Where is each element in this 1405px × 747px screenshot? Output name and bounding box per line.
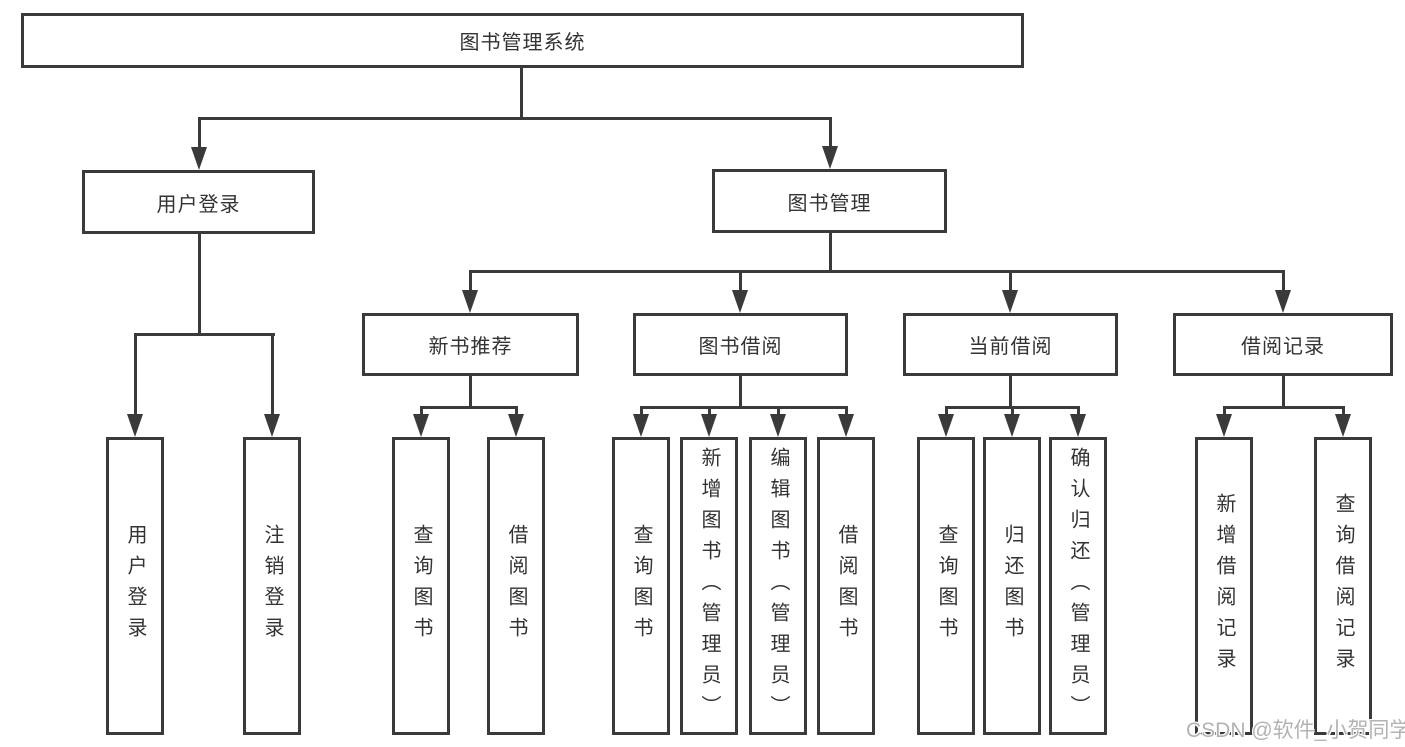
connector-line — [1223, 406, 1226, 418]
connector-line — [829, 233, 832, 273]
connector-line — [640, 406, 643, 418]
arrow-down-icon — [633, 414, 649, 437]
leaf-borrow-books-borrow: 借阅图书 — [817, 437, 875, 735]
arrow-down-icon — [1002, 290, 1018, 313]
leaf-user-login: 用户登录 — [106, 437, 164, 735]
connector-line — [739, 376, 742, 409]
leaf-return-book: 归还图书 — [983, 437, 1041, 735]
connector-line — [1342, 406, 1345, 418]
leaf-borrow-books-recommend: 借阅图书 — [487, 437, 545, 735]
connector-line — [1077, 406, 1080, 418]
node-root: 图书管理系统 — [21, 13, 1024, 68]
connector-line — [1223, 406, 1344, 409]
connector-line — [845, 406, 848, 418]
connector-line — [1282, 376, 1285, 409]
leaf-query-books-borrow: 查询图书 — [612, 437, 670, 735]
leaf-query-books-current: 查询图书 — [917, 437, 975, 735]
node-book-borrow: 图书借阅 — [633, 313, 848, 376]
leaf-confirm-return-admin: 确认归还（管理员） — [1049, 437, 1107, 735]
connector-line — [134, 333, 275, 336]
connector-line — [469, 376, 472, 409]
connector-line — [1011, 406, 1014, 418]
arrow-down-icon — [1335, 414, 1351, 437]
connector-line — [708, 406, 711, 418]
arrow-down-icon — [1070, 414, 1086, 437]
connector-line — [829, 117, 832, 153]
connector-line — [1009, 270, 1012, 295]
connector-line — [945, 406, 948, 418]
connector-line — [469, 270, 1285, 273]
arrow-down-icon — [508, 414, 524, 437]
node-borrow-records: 借阅记录 — [1173, 313, 1393, 376]
connector-line — [777, 406, 780, 418]
leaf-edit-book-admin: 编辑图书（管理员） — [749, 437, 807, 735]
arrow-down-icon — [462, 290, 478, 313]
arrow-down-icon — [701, 414, 717, 437]
arrow-down-icon — [770, 414, 786, 437]
connector-line — [739, 270, 742, 295]
arrow-down-icon — [1004, 414, 1020, 437]
connector-line — [1282, 270, 1285, 295]
connector-line — [520, 68, 523, 118]
node-user-login: 用户登录 — [82, 170, 315, 234]
connector-line — [198, 117, 832, 120]
connector-line — [271, 333, 274, 417]
connector-line — [469, 270, 472, 295]
arrow-down-icon — [264, 414, 280, 437]
connector-line — [134, 333, 137, 417]
node-new-book-recommend: 新书推荐 — [362, 313, 579, 376]
leaf-add-book-admin: 新增图书（管理员） — [680, 437, 738, 735]
arrow-down-icon — [838, 414, 854, 437]
arrow-down-icon — [191, 147, 207, 170]
arrow-down-icon — [1275, 290, 1291, 313]
arrow-down-icon — [732, 290, 748, 313]
arrow-down-icon — [938, 414, 954, 437]
connector-line — [640, 406, 847, 409]
node-book-management: 图书管理 — [712, 169, 947, 233]
arrow-down-icon — [127, 414, 143, 437]
connector-line — [198, 117, 201, 153]
leaf-add-borrow-record: 新增借阅记录 — [1195, 437, 1253, 735]
arrow-down-icon — [1216, 414, 1232, 437]
leaf-logout: 注销登录 — [243, 437, 301, 735]
arrow-down-icon — [822, 146, 838, 169]
leaf-query-books-recommend: 查询图书 — [392, 437, 450, 735]
node-current-borrow: 当前借阅 — [903, 313, 1118, 376]
connector-line — [515, 406, 518, 418]
connector-line — [420, 406, 517, 409]
arrow-down-icon — [413, 414, 429, 437]
watermark: CSDN @软件_小贺同学 — [1186, 719, 1405, 742]
leaf-query-borrow-record: 查询借阅记录 — [1314, 437, 1372, 735]
connector-line — [198, 234, 201, 336]
connector-line — [420, 406, 423, 418]
connector-line — [1009, 376, 1012, 409]
